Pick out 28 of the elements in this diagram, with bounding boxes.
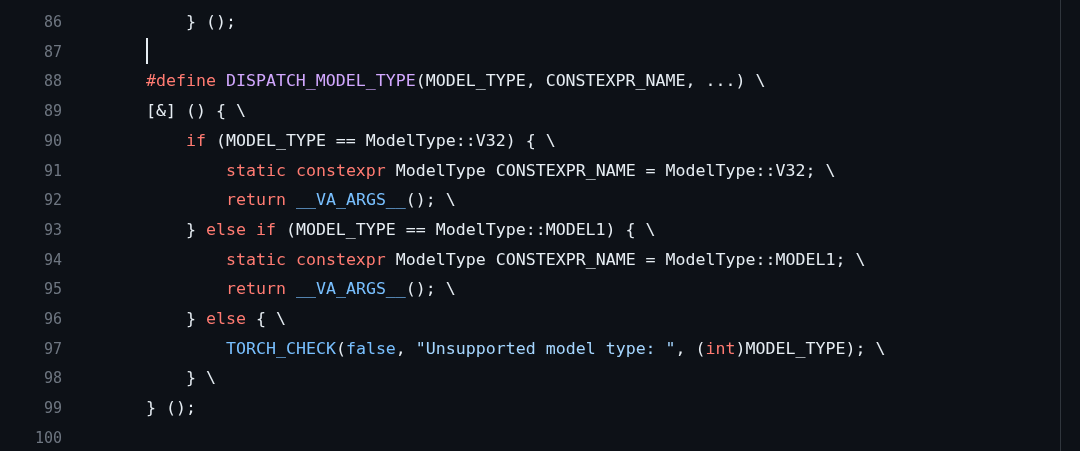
- code-line: return __VA_ARGS__(); \: [226, 189, 456, 212]
- code-line: #define DISPATCH_MODEL_TYPE(MODEL_TYPE, CONSTEXPR_NAME, ...) \: [146, 70, 766, 93]
- code-line: static constexpr ModelType CONSTEXPR_NAME = ModelType::MODEL1; \: [226, 248, 866, 271]
- code-line: return __VA_ARGS__(); \: [226, 278, 456, 301]
- code-line: if (MODEL_TYPE == ModelType::V32) { \: [186, 129, 556, 152]
- line-number: 94: [43, 249, 62, 271]
- code-line: [&] () { \: [146, 100, 246, 123]
- line-number: 90: [43, 130, 62, 152]
- line-number: 88: [43, 71, 62, 93]
- line-number: 87: [43, 41, 62, 63]
- code-line: } ();: [146, 397, 196, 420]
- line-number: 91: [43, 160, 62, 182]
- code-line: static constexpr ModelType CONSTEXPR_NAME = ModelType::V32; \: [226, 159, 836, 182]
- line-number: 98: [43, 368, 62, 390]
- code-line: } else { \: [186, 308, 286, 330]
- line-number: 97: [43, 338, 62, 360]
- code-line: TORCH_CHECK(false, "Unsupported model type: ", (int)MODEL_TYPE); \: [226, 337, 886, 360]
- line-number: 86: [43, 12, 62, 33]
- code-line: } else if (MODEL_TYPE == ModelType::MODEL1) { \: [186, 218, 656, 241]
- code-line: } \: [186, 367, 216, 390]
- line-number: 95: [43, 279, 62, 301]
- line-number: 92: [43, 190, 62, 212]
- line-number: 93: [43, 219, 62, 241]
- line-number: 89: [43, 101, 62, 123]
- line-number: 99: [43, 398, 62, 420]
- line-number: 96: [43, 309, 62, 330]
- line-number: 100: [34, 427, 62, 449]
- code-line: } ();: [186, 11, 236, 33]
